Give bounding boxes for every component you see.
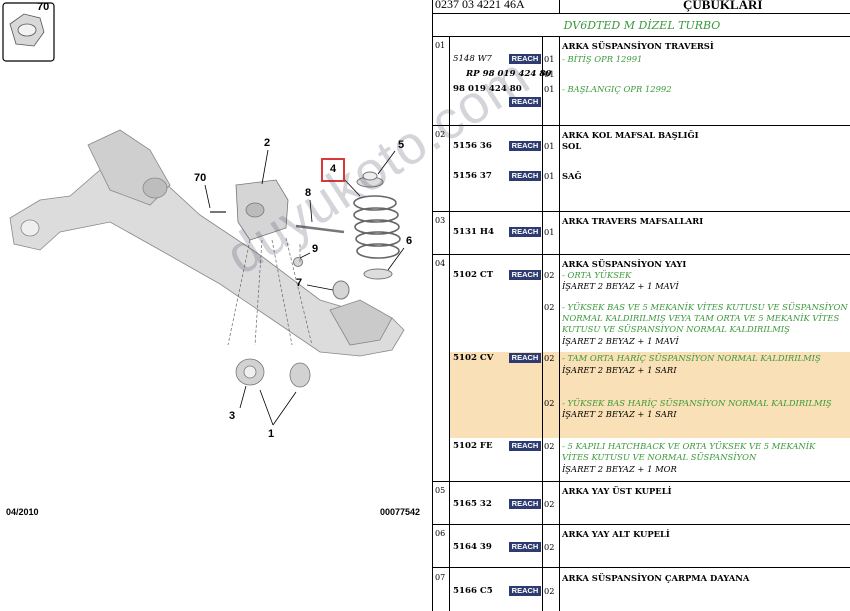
note: - BAŞLANGIÇ OPR 12992 xyxy=(562,84,672,94)
section-num: 03 xyxy=(435,216,446,225)
quantity: 02 xyxy=(544,302,555,312)
callout-4: 4 xyxy=(330,163,337,175)
note: - TAM ORTA HARİÇ SÜSPANSİYON NORMAL KALD… xyxy=(562,353,821,363)
callout-9: 9 xyxy=(312,243,319,255)
part-number[interactable]: 5166 C5 xyxy=(453,586,493,596)
catalog-ref: 0237 03 4221 46A xyxy=(435,0,525,11)
quantity: 01 xyxy=(544,69,555,79)
section-01 xyxy=(433,37,850,126)
section-title: ARKA YAY ÜST KUPELİ xyxy=(562,486,672,496)
reach-badge: REACH xyxy=(509,586,541,596)
reach-badge: REACH xyxy=(509,542,541,552)
callout-70-thumb: 70 xyxy=(37,1,50,13)
marking: İŞARET 2 BEYAZ + 1 MAVİ xyxy=(562,336,679,346)
note: NORMAL KALDIRILMIŞ VEYA TAM ORTA VE 5 ME… xyxy=(562,313,840,323)
highlight-5102cv xyxy=(449,352,850,438)
note: - BİTİŞ OPR 12991 xyxy=(562,54,643,64)
section-05 xyxy=(433,482,850,525)
marking: İŞARET 2 BEYAZ + 1 MOR xyxy=(562,464,677,474)
reach-badge: REACH xyxy=(509,499,541,509)
section-num: 05 xyxy=(435,486,446,495)
quantity: 01 xyxy=(544,227,555,237)
section-num: 04 xyxy=(435,259,446,268)
quantity: 01 xyxy=(544,171,555,181)
section-02 xyxy=(433,126,850,212)
callout-5: 5 xyxy=(398,139,405,151)
callout-1: 1 xyxy=(268,428,275,440)
reach-badge: REACH xyxy=(509,54,541,64)
part-number[interactable]: 5102 CV xyxy=(453,353,494,363)
section-num: 07 xyxy=(435,573,446,582)
callout-6: 6 xyxy=(406,235,413,247)
part-number[interactable]: 5164 39 xyxy=(453,542,492,552)
marking: İŞARET 2 BEYAZ + 1 SARI xyxy=(562,365,677,375)
part-number[interactable]: 5156 37 xyxy=(453,171,492,181)
reach-badge: REACH xyxy=(509,270,541,280)
section-title: ARKA SÜSPANSİYON YAYI xyxy=(562,259,687,269)
page-title: ÇUBUKLARI xyxy=(683,0,763,12)
reach-badge: REACH xyxy=(509,227,541,237)
quantity: 02 xyxy=(544,499,555,509)
quantity: 02 xyxy=(544,353,555,363)
part-number[interactable]: 5148 W7 xyxy=(453,54,492,64)
section-title: ARKA TRAVERS MAFSALLARI xyxy=(562,216,704,226)
quantity: 02 xyxy=(544,542,555,552)
section-04 xyxy=(433,255,850,482)
section-num: 01 xyxy=(435,41,446,50)
quantity: 02 xyxy=(544,586,555,596)
note: KUTUSU VE SÜSPANSİYON NORMAL KALDIRILMIŞ xyxy=(562,324,790,334)
section-num: 02 xyxy=(435,130,446,139)
quantity: 02 xyxy=(544,441,555,451)
reach-badge: REACH xyxy=(509,353,541,363)
note: - YÜKSEK BAS HARİÇ SÜSPANSİYON NORMAL KA… xyxy=(562,398,832,408)
note: - ORTA YÜKSEK xyxy=(562,270,632,280)
marking: İŞARET 2 BEYAZ + 1 SARI xyxy=(562,409,677,419)
callout-3: 3 xyxy=(229,410,236,422)
quantity: 02 xyxy=(544,398,555,408)
reach-badge: REACH xyxy=(509,171,541,181)
note: VİTES KUTUSU VE NORMAL SÜSPANSİYON xyxy=(562,452,757,462)
part-number[interactable]: 5156 36 xyxy=(453,141,492,151)
callout-70: 70 xyxy=(194,172,207,184)
diagram-code: 00077542 xyxy=(380,507,421,517)
quantity: 01 xyxy=(544,54,555,64)
section-title: ARKA SÜSPANSİYON TRAVERSİ xyxy=(562,41,714,51)
quantity: 02 xyxy=(544,270,555,280)
parts-table: 0237 03 4221 46A ÇUBUKLARI DV6DTED M DİZ… xyxy=(432,0,850,611)
part-number[interactable]: 5131 H4 xyxy=(453,227,495,237)
side-label: SOL xyxy=(562,141,582,151)
diagram-date: 04/2010 xyxy=(6,507,39,517)
parts-diagram: 70 2 70 8 4 5 6 9 7 3 1 04/2010 00077542 xyxy=(2,1,421,517)
reach-badge: REACH xyxy=(509,441,541,451)
part-number[interactable]: 5102 FE xyxy=(453,441,493,451)
callout-7: 7 xyxy=(296,277,303,289)
part-number[interactable]: 98 019 424 80 xyxy=(453,84,522,94)
part-number[interactable]: 5102 CT xyxy=(453,270,494,280)
rear-axle-illustration xyxy=(2,2,405,426)
part-number[interactable]: RP 98 019 424 80 xyxy=(466,69,552,79)
quantity: 01 xyxy=(544,141,555,151)
marking: İŞARET 2 BEYAZ + 1 MAVİ xyxy=(562,281,679,291)
note: - YÜKSEK BAS VE 5 MEKANİK VİTES KUTUSU V… xyxy=(562,302,848,312)
section-06 xyxy=(433,525,850,568)
note: - 5 KAPILI HATCHBACK VE ORTA YÜKSEK VE 5… xyxy=(562,441,816,451)
quantity: 01 xyxy=(544,84,555,94)
section-num: 06 xyxy=(435,529,446,538)
section-title: ARKA YAY ALT KUPELİ xyxy=(562,529,670,539)
table-header: 0237 03 4221 46A ÇUBUKLARI xyxy=(433,0,850,14)
section-03 xyxy=(433,212,850,255)
section-title: ARKA SÜSPANSİYON ÇARPMA DAYANA xyxy=(562,573,750,583)
reach-badge: REACH xyxy=(509,141,541,151)
callout-2: 2 xyxy=(264,137,271,149)
callout-8: 8 xyxy=(305,187,312,199)
nut-thumbnail xyxy=(9,13,45,47)
side-label: SAĞ xyxy=(562,171,582,181)
reach-badge: REACH xyxy=(509,97,541,107)
part-number[interactable]: 5165 32 xyxy=(453,499,492,509)
section-title: ARKA KOL MAFSAL BAŞLIĞI xyxy=(562,130,699,140)
engine-label: DV6DTED M DİZEL TURBO xyxy=(433,15,850,37)
